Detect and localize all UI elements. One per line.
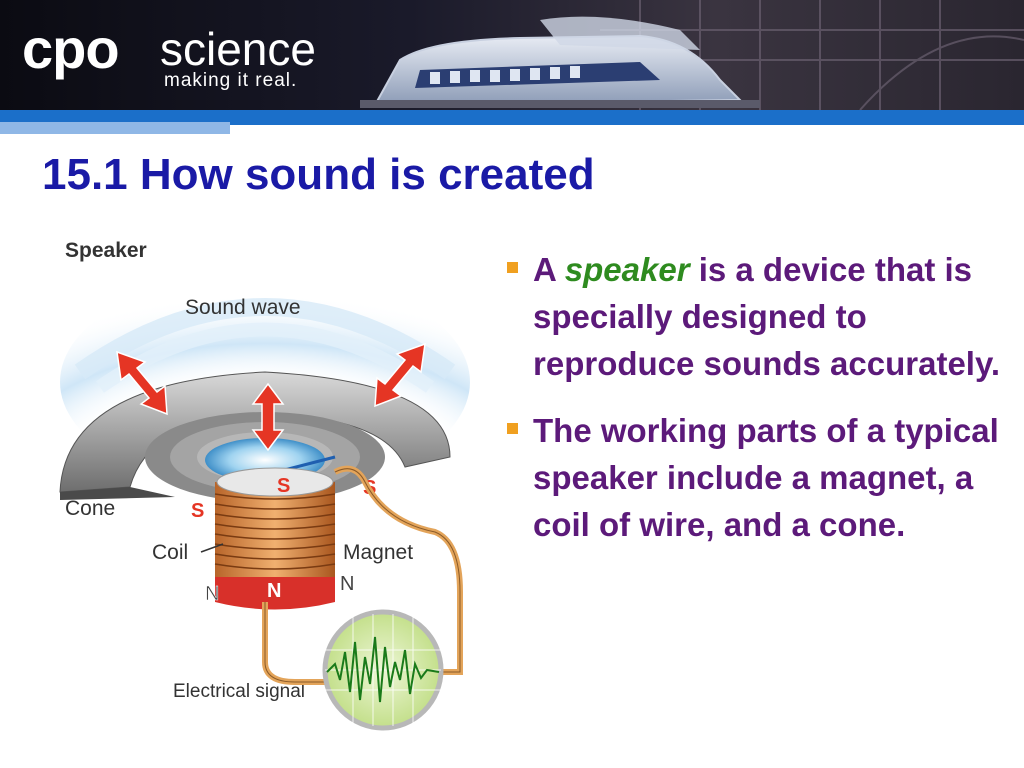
pole-s-center: S xyxy=(277,475,290,497)
motion-arrows xyxy=(116,342,426,452)
train-graphic xyxy=(0,0,1024,122)
speaker-diagram: Speaker Sound wave N S S S N N Cone Coil… xyxy=(59,239,470,731)
label-magnet: Magnet xyxy=(343,541,413,564)
label-cone: Cone xyxy=(65,497,115,520)
bullet-marker xyxy=(507,423,518,434)
header-stripe-thin xyxy=(230,122,1024,125)
bullet-list: A speaker is a device that is specially … xyxy=(505,246,1005,568)
header-banner: cpo science making it real. xyxy=(0,0,1024,122)
logo-tagline: making it real. xyxy=(164,70,298,91)
header-stripe-light xyxy=(0,122,230,134)
header-stripe xyxy=(0,110,1024,122)
bullet-item: A speaker is a device that is specially … xyxy=(505,246,1005,387)
pole-n-left: N xyxy=(205,583,219,605)
pole-n-right: N xyxy=(340,573,354,595)
magnet xyxy=(215,577,335,610)
logo-cpo: cpo xyxy=(22,17,120,80)
pole-n-center: N xyxy=(267,580,281,602)
bullet-item: The working parts of a typical speaker i… xyxy=(505,407,1005,548)
label-electrical-signal: Electrical signal xyxy=(173,681,305,702)
signal-waveform xyxy=(326,636,440,703)
pole-s-left: S xyxy=(191,500,204,522)
label-coil: Coil xyxy=(152,541,188,564)
bullet-marker xyxy=(507,262,518,273)
label-sound-wave: Sound wave xyxy=(185,296,301,319)
logo-science: science xyxy=(160,23,316,75)
page-title: 15.1 How sound is created xyxy=(42,150,595,199)
label-speaker: Speaker xyxy=(65,239,147,262)
term-speaker: speaker xyxy=(564,251,690,288)
